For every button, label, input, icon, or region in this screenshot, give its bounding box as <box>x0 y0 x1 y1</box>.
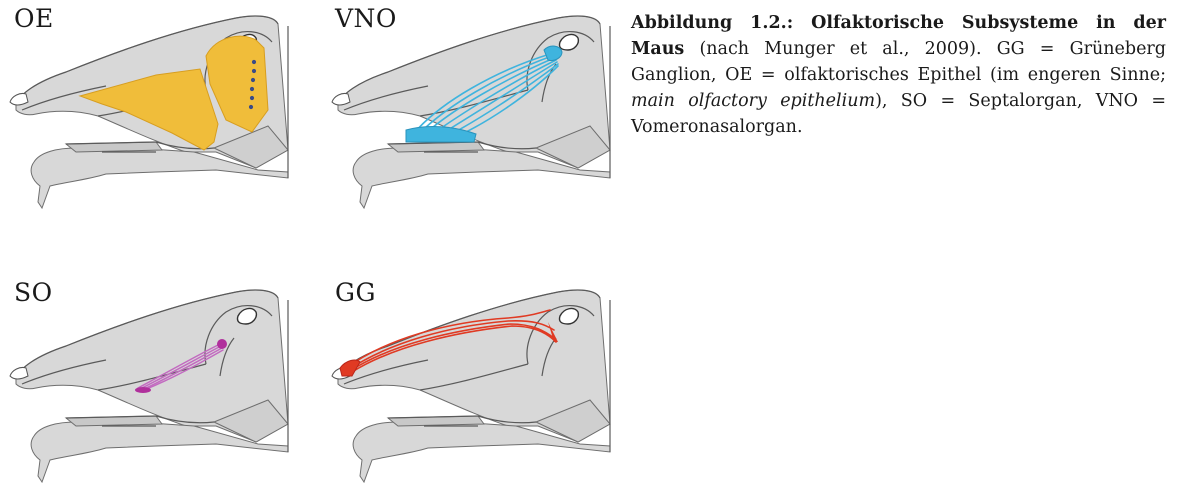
figure-gg <box>328 276 628 486</box>
caption-term-english: main olfactory epithelium <box>631 91 875 111</box>
nose-tip <box>10 367 28 379</box>
mouse-head-diagram-vno <box>328 2 628 212</box>
mouse-head-diagram-oe <box>6 2 306 212</box>
figure-caption: Abbildung 1.2.: Olfaktorische Subsysteme… <box>631 10 1166 140</box>
figure-so <box>6 276 306 486</box>
figure-oe <box>6 2 306 212</box>
nose-tip <box>332 93 350 105</box>
nose-tip <box>10 93 28 105</box>
caption-source: (nach Munger et al., 2009). GG = Grünebe… <box>631 39 1166 85</box>
mouse-head-diagram-gg <box>328 276 628 486</box>
figure-vno <box>328 2 628 212</box>
mouse-head-diagram-so <box>6 276 306 486</box>
